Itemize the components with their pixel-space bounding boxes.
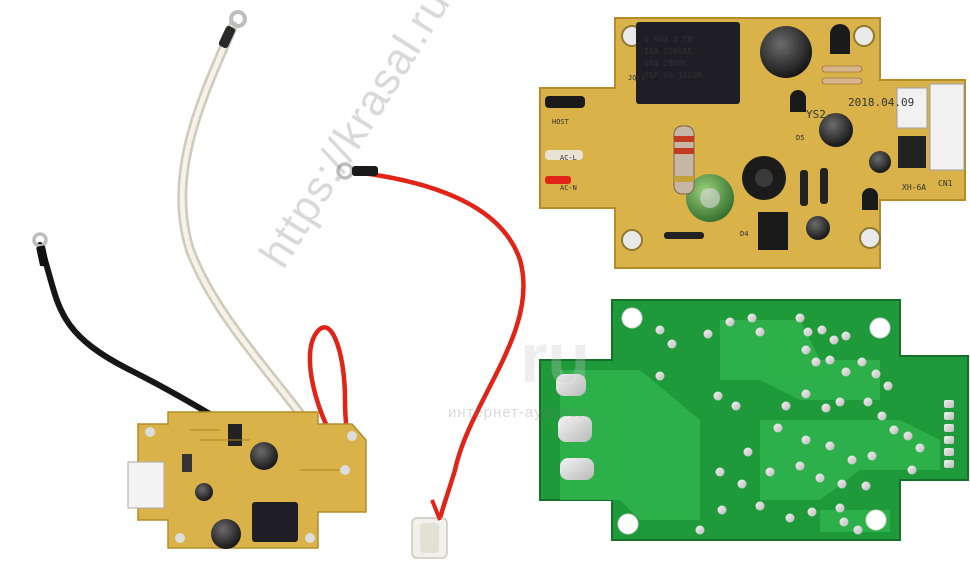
connector-type: XH-6A bbox=[902, 183, 926, 192]
capacitor bbox=[819, 113, 853, 147]
solder-joint bbox=[877, 411, 887, 421]
red-wire bbox=[352, 169, 526, 523]
relay-text-2: 10A 250VAC bbox=[644, 47, 692, 56]
solder-joint bbox=[703, 329, 713, 339]
wire-assembly bbox=[32, 10, 526, 559]
solder-joint bbox=[857, 357, 867, 367]
solder-joint bbox=[755, 501, 765, 511]
solder-joint bbox=[765, 467, 775, 477]
relay-text-4: YSF-SS-112DM bbox=[644, 71, 702, 80]
solder-joint bbox=[903, 431, 913, 441]
solder-joint bbox=[867, 451, 877, 461]
solder-joint bbox=[807, 507, 817, 517]
solder-joint bbox=[803, 327, 813, 337]
solder-joint bbox=[747, 313, 757, 323]
solder-joint bbox=[801, 435, 811, 445]
solder-joint bbox=[835, 503, 845, 513]
solder-joint bbox=[883, 381, 893, 391]
connector-cn1 bbox=[929, 83, 965, 171]
solder-joint bbox=[817, 325, 827, 335]
solder-joint bbox=[795, 461, 805, 471]
solder-joint bbox=[667, 339, 677, 349]
solder-joint bbox=[835, 397, 845, 407]
solder-joint bbox=[755, 327, 765, 337]
solder-joint bbox=[785, 513, 795, 523]
solder-joint bbox=[839, 517, 849, 527]
solder-joint bbox=[815, 473, 825, 483]
solder-joint bbox=[795, 313, 805, 323]
solder-joint bbox=[841, 331, 851, 341]
solder-joint bbox=[655, 325, 665, 335]
board-model: YS2- bbox=[806, 108, 833, 121]
solder-joint bbox=[731, 401, 741, 411]
solder-joint bbox=[863, 397, 873, 407]
solder-points bbox=[655, 313, 925, 535]
solder-joint bbox=[737, 479, 747, 489]
solder-joint bbox=[915, 443, 925, 453]
solder-joint bbox=[829, 335, 839, 345]
solder-joint bbox=[907, 465, 917, 475]
solder-joint bbox=[841, 367, 851, 377]
pcb-top-side: 1 SOJ 2 TN 10A 250VAC 10A 28VDC YSF-SS-1… bbox=[539, 17, 966, 269]
ring-terminal bbox=[229, 10, 247, 28]
solder-joint bbox=[825, 355, 835, 365]
label-jqy1: JQY1 bbox=[628, 74, 645, 82]
solder-joint bbox=[861, 481, 871, 491]
solder-joint bbox=[655, 371, 665, 381]
solder-joint bbox=[847, 455, 857, 465]
label-acn: AC-N bbox=[560, 184, 577, 192]
label-d4: D5 bbox=[796, 134, 804, 142]
solder-joint bbox=[825, 441, 835, 451]
relay-text-1: 1 SOJ 2 TN bbox=[644, 35, 692, 44]
label-l1: D4 bbox=[740, 230, 748, 238]
solder-joint bbox=[715, 467, 725, 477]
solder-joint bbox=[695, 525, 705, 535]
solder-joint bbox=[781, 401, 791, 411]
board-date: 2018.04.09 bbox=[848, 96, 914, 109]
solder-joint bbox=[743, 447, 753, 457]
connector-label: CN1 bbox=[938, 179, 953, 188]
solder-joint bbox=[871, 369, 881, 379]
pcb-bottom-side bbox=[539, 299, 969, 541]
relay: 1 SOJ 2 TN 10A 250VAC 10A 28VDC YSF-SS-1… bbox=[636, 22, 740, 104]
solder-joint bbox=[837, 479, 847, 489]
solder-joint bbox=[717, 505, 727, 515]
solder-joint bbox=[725, 317, 735, 327]
solder-joint bbox=[801, 389, 811, 399]
solder-joint bbox=[853, 525, 863, 535]
power-resistor bbox=[673, 125, 695, 195]
solder-joint bbox=[801, 345, 811, 355]
thermal-fuse bbox=[411, 499, 448, 559]
label-host: HOST bbox=[552, 118, 570, 126]
solder-joint bbox=[713, 391, 723, 401]
ic-chip bbox=[758, 212, 788, 250]
solder-joint bbox=[889, 425, 899, 435]
solder-joint bbox=[773, 423, 783, 433]
solder-joint bbox=[821, 403, 831, 413]
small-pcb-board bbox=[127, 411, 367, 549]
relay-text-3: 10A 28VDC bbox=[644, 59, 688, 68]
solder-joint bbox=[811, 357, 821, 367]
label-acl: AC-L bbox=[560, 154, 577, 162]
